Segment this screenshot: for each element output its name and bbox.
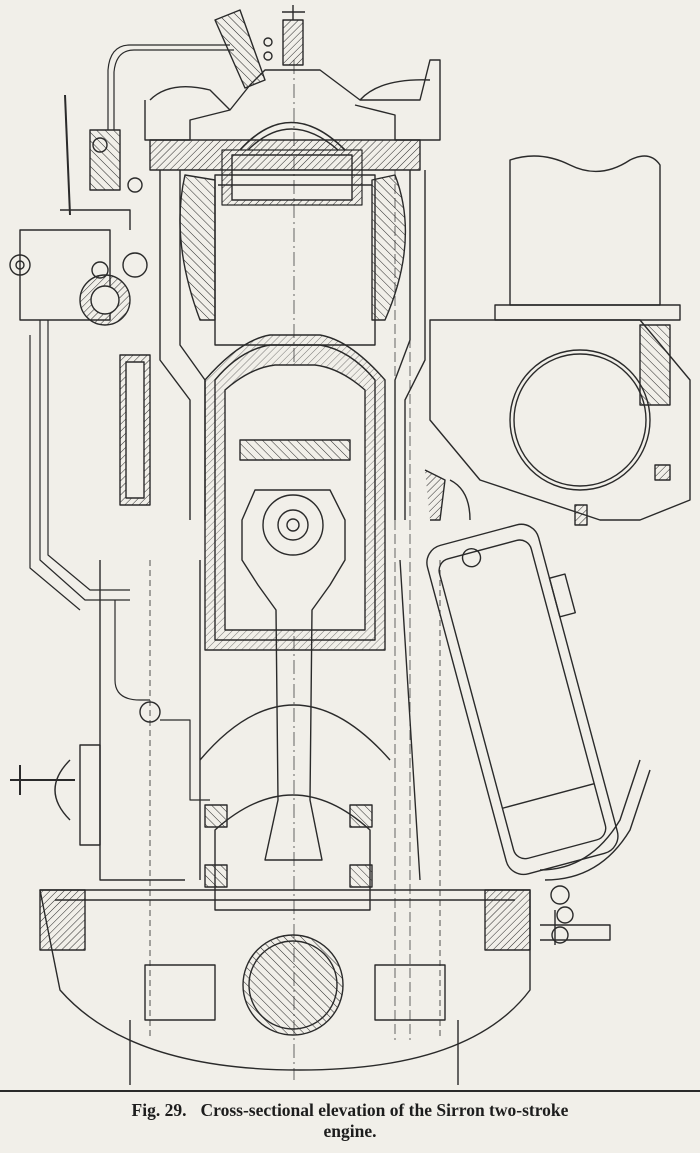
piston xyxy=(204,334,386,651)
fuel-pump-assembly xyxy=(9,94,148,326)
fuel-injector xyxy=(214,5,305,89)
caption-text-1: Cross-sectional elevation of the Sirron … xyxy=(200,1100,569,1120)
caption-line-1: Fig. 29. Cross-sectional elevation of the… xyxy=(0,1100,700,1121)
caption-line-2: engine. xyxy=(323,1121,377,1141)
crankcase xyxy=(39,559,531,1085)
caption-divider xyxy=(0,1090,700,1092)
figure-label: Fig. 29. xyxy=(131,1100,187,1120)
exhaust-stack xyxy=(429,155,691,526)
engine-cross-section-drawing xyxy=(9,5,691,1085)
drain-valve xyxy=(10,744,101,846)
inclined-filter xyxy=(426,523,619,876)
figure-caption: Fig. 29. Cross-sectional elevation of the… xyxy=(0,1100,700,1142)
connecting-rod xyxy=(214,489,371,911)
